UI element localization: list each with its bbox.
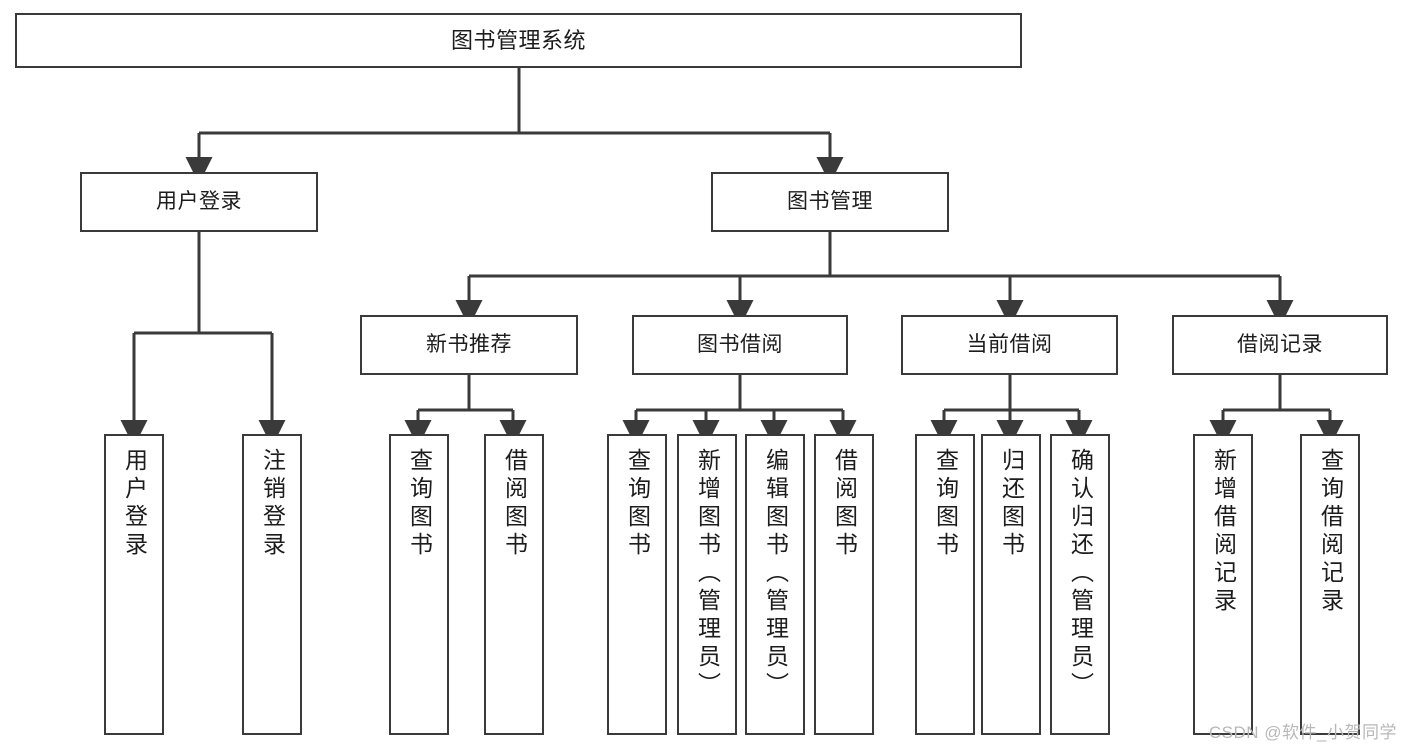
leaf-return-book[interactable]: 归还图书	[981, 434, 1041, 735]
node-root-system[interactable]: 图书管理系统	[15, 13, 1022, 68]
leaf-borrow-book-2[interactable]: 借阅图书	[814, 434, 874, 735]
node-label: 借阅图书	[831, 448, 858, 560]
leaf-logout-login[interactable]: 注销登录	[242, 434, 302, 735]
node-label: 图书借阅	[697, 332, 783, 356]
node-label: 新增借阅记录	[1210, 448, 1237, 616]
node-label: 查询图书	[406, 448, 433, 560]
node-new-book-recommend[interactable]: 新书推荐	[360, 315, 578, 375]
leaf-edit-book-admin[interactable]: 编辑图书（管理员）	[745, 434, 805, 735]
watermark-text: CSDN @软件_小贺同学	[1208, 723, 1397, 742]
node-label: 归还图书	[998, 448, 1025, 560]
leaf-add-book-admin[interactable]: 新增图书（管理员）	[677, 434, 737, 735]
node-label: 编辑图书（管理员）	[762, 448, 789, 700]
node-label: 图书管理系统	[450, 27, 586, 53]
node-borrow-record[interactable]: 借阅记录	[1172, 315, 1388, 375]
node-label: 确认归还（管理员）	[1067, 448, 1094, 700]
node-label: 借阅记录	[1237, 332, 1323, 356]
leaf-query-book-1[interactable]: 查询图书	[389, 434, 449, 735]
node-book-borrow[interactable]: 图书借阅	[632, 315, 848, 375]
leaf-query-book-2[interactable]: 查询图书	[607, 434, 667, 735]
node-label: 查询图书	[932, 448, 959, 560]
leaf-query-book-3[interactable]: 查询图书	[915, 434, 975, 735]
node-label: 当前借阅	[966, 332, 1053, 356]
node-user-login[interactable]: 用户登录	[80, 172, 318, 232]
leaf-confirm-return-admin[interactable]: 确认归还（管理员）	[1050, 434, 1110, 735]
node-label: 新增图书（管理员）	[694, 448, 721, 700]
node-label: 注销登录	[259, 448, 286, 560]
node-current-borrow[interactable]: 当前借阅	[901, 315, 1118, 375]
leaf-add-borrow-record[interactable]: 新增借阅记录	[1193, 434, 1253, 735]
node-label: 借阅图书	[501, 448, 528, 560]
node-label: 图书管理	[787, 189, 873, 213]
node-label: 用户登录	[121, 448, 148, 560]
node-label: 新书推荐	[426, 332, 512, 356]
leaf-user-login[interactable]: 用户登录	[104, 434, 164, 735]
node-label: 查询图书	[624, 448, 651, 560]
leaf-borrow-book-1[interactable]: 借阅图书	[484, 434, 544, 735]
node-label: 查询借阅记录	[1317, 448, 1344, 616]
node-book-manage[interactable]: 图书管理	[711, 172, 949, 232]
leaf-query-borrow-record[interactable]: 查询借阅记录	[1300, 434, 1360, 735]
node-label: 用户登录	[156, 189, 242, 213]
